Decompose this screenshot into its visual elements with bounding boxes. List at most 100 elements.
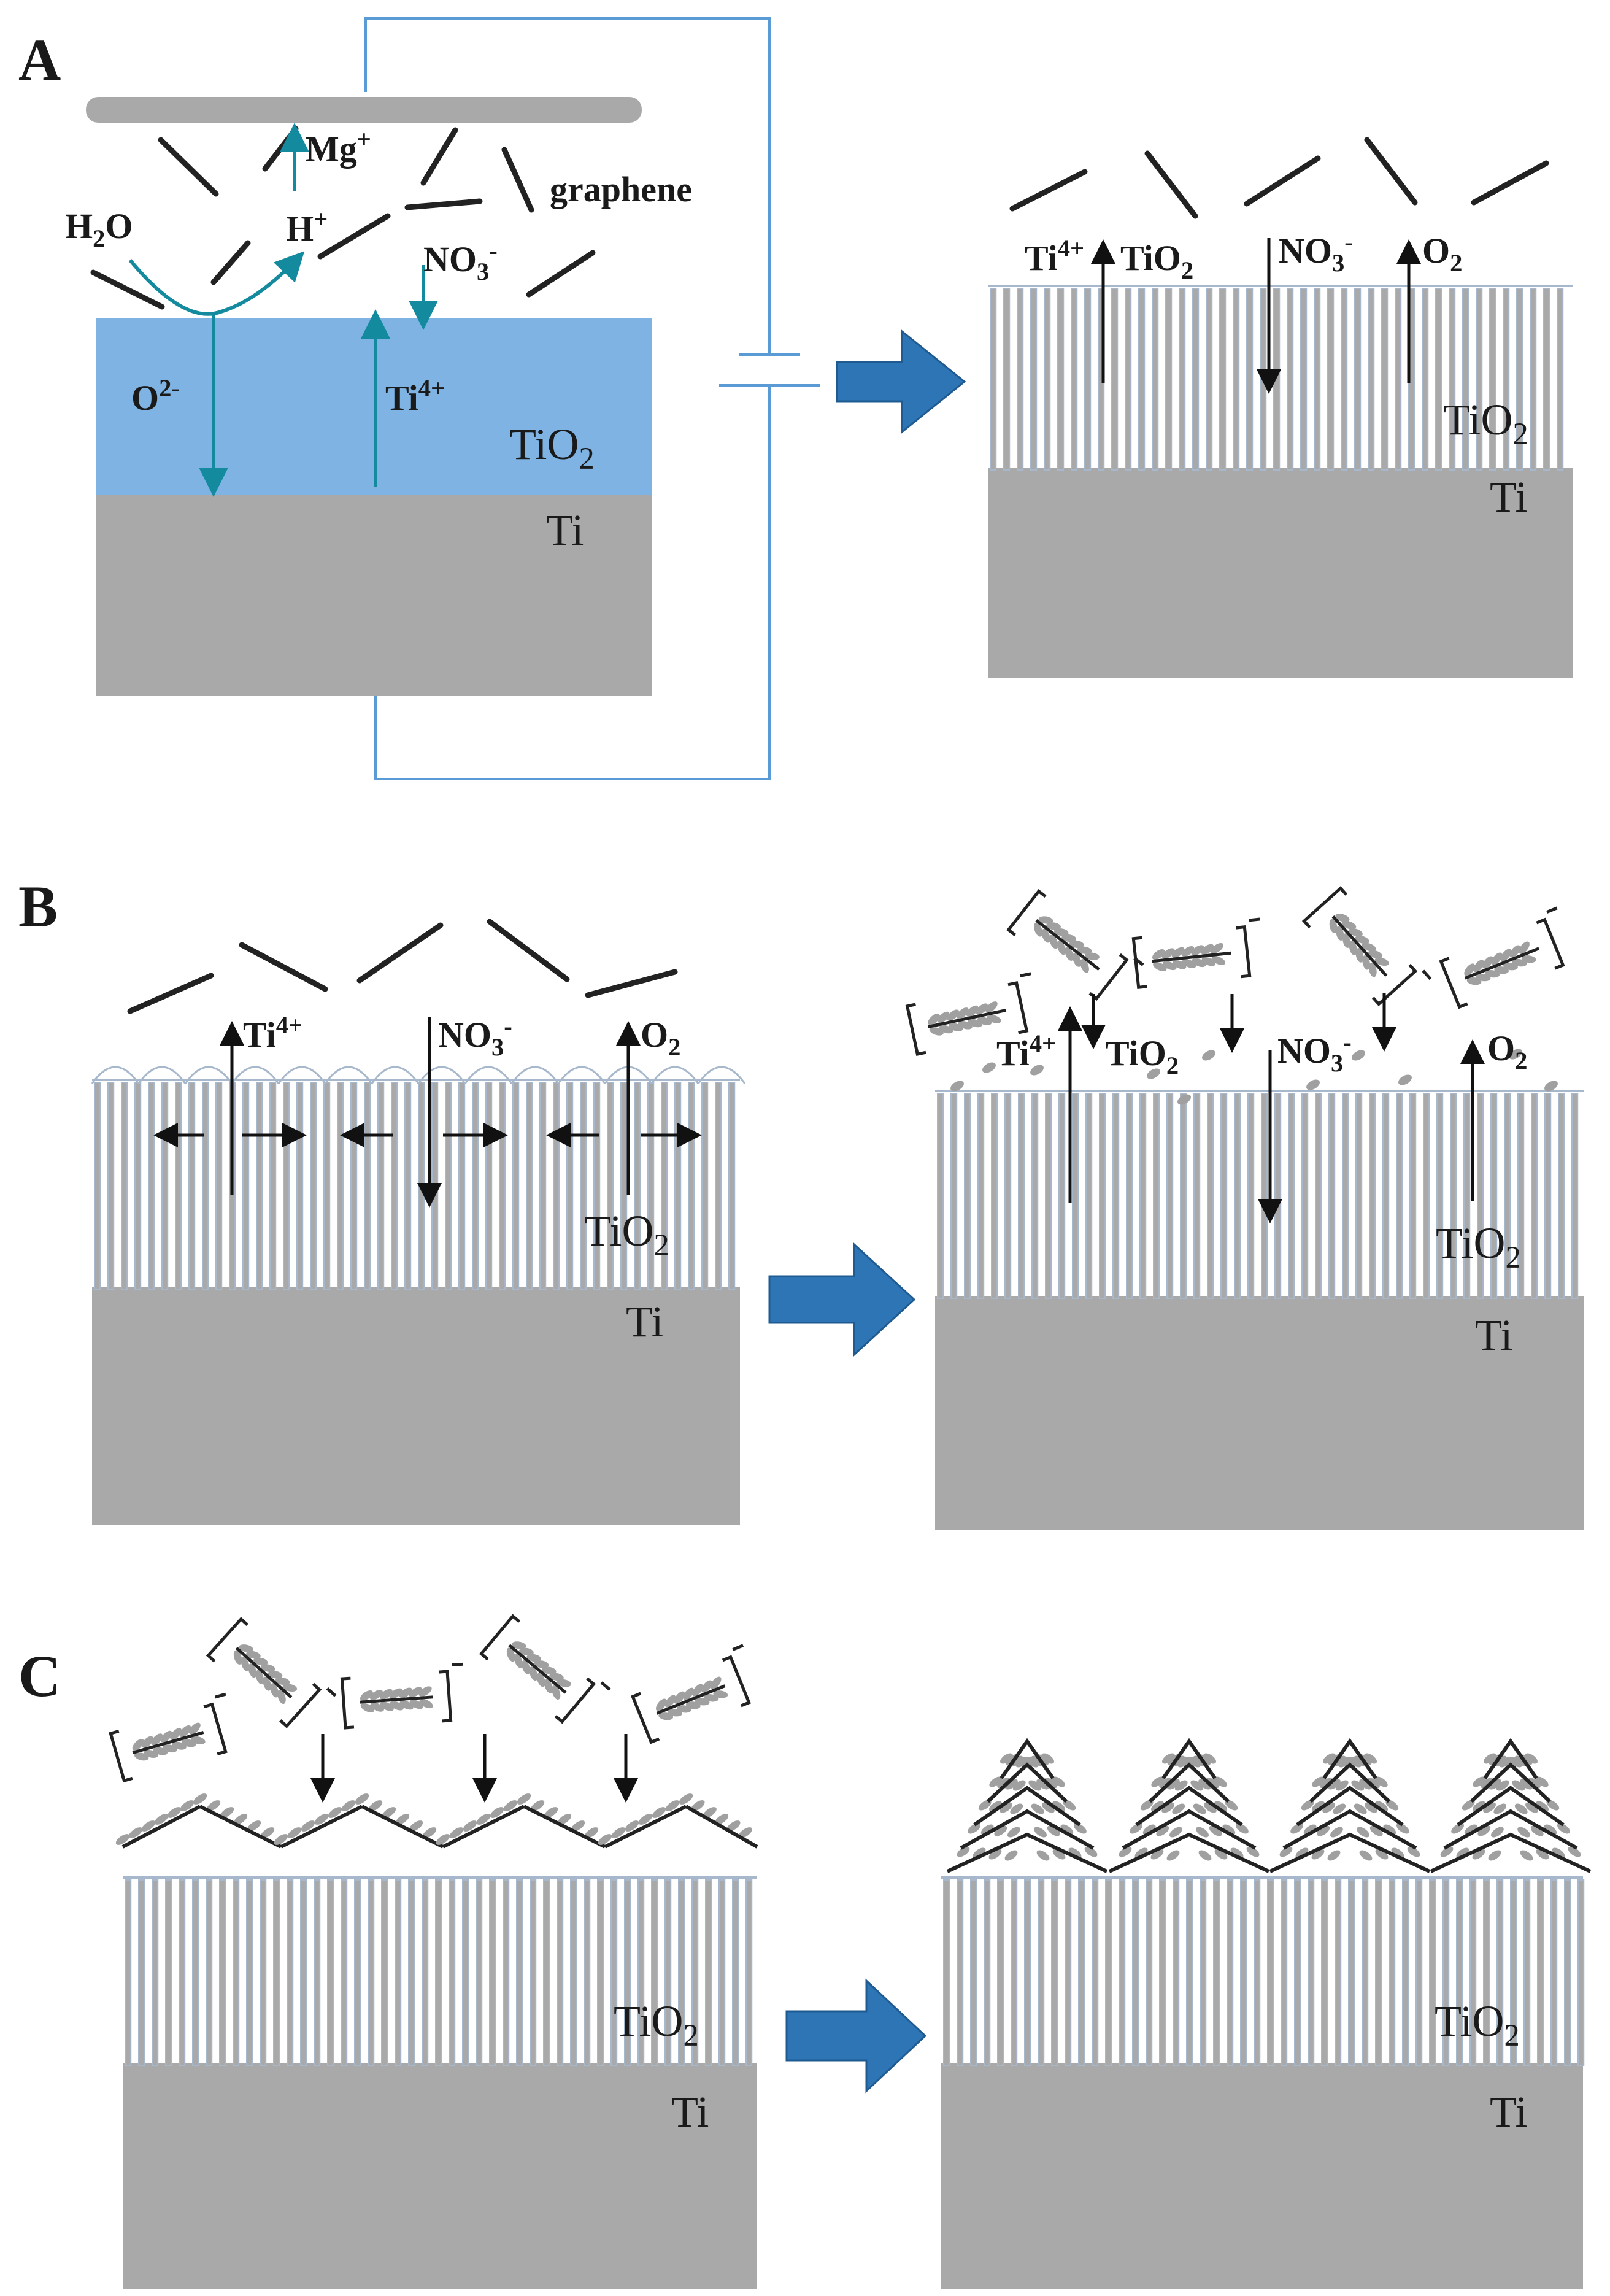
flake-leaf <box>1483 1753 1496 1764</box>
nanotube-wall <box>327 1879 334 2066</box>
flake-leaf <box>1362 955 1371 970</box>
graphene-tree <box>1108 1738 1270 1873</box>
nanotube-wall <box>175 1082 182 1290</box>
flake-leaf <box>1525 1753 1538 1764</box>
flake-leaf <box>957 1007 969 1019</box>
flake-leaf <box>1073 1823 1087 1834</box>
flake-leaf <box>1349 941 1357 955</box>
label-tio2-b-left: TiO2 <box>584 1206 669 1262</box>
flake-leaf <box>966 1005 979 1017</box>
charge-minus <box>1422 969 1432 980</box>
flake-leaf <box>1150 1801 1164 1812</box>
graphene-bundle <box>109 1692 228 1783</box>
bracket <box>905 1003 926 1057</box>
flake-leaf <box>1214 1776 1227 1787</box>
flake-leaf <box>1527 1778 1541 1789</box>
flake-leaf <box>1025 1757 1039 1768</box>
nanotube-wall <box>557 1879 564 2066</box>
flake-leaf <box>1187 1757 1201 1768</box>
nanotube-wall <box>1456 1879 1463 2066</box>
nanotube-wall <box>1362 1879 1369 2066</box>
flake-leaf <box>1552 1847 1565 1859</box>
flake-leaf <box>1374 957 1389 966</box>
flake-leaf <box>1473 960 1484 973</box>
nanotube-wall <box>1577 1879 1585 2066</box>
flake-leaf <box>1169 1827 1182 1838</box>
flake-leaf <box>115 1834 130 1845</box>
nanotube-wall <box>1489 288 1496 471</box>
nanotube-wall <box>354 1879 361 2066</box>
flake-leaf <box>1519 941 1530 954</box>
tree-branch <box>1430 1832 1592 1873</box>
nanotube-wall <box>296 1082 304 1290</box>
nanotube-array-c-right <box>941 1876 1585 2066</box>
label-no3-b-right: NO3- <box>1277 1028 1352 1077</box>
tube-cap <box>324 1066 373 1084</box>
nanotube-wall <box>1442 1879 1450 2066</box>
flake-leaf <box>1190 1780 1204 1791</box>
nanotube-wall <box>997 1879 1004 2066</box>
flake-leaf <box>1077 946 1092 954</box>
flake-leaf <box>436 1834 450 1845</box>
flake-leaf <box>1509 945 1521 958</box>
graphene-bundle <box>1301 886 1432 1006</box>
flake-leaf <box>409 1700 423 1709</box>
flake-leaf <box>1230 1847 1244 1859</box>
reaction-arrows <box>128 123 438 497</box>
flake-leaf <box>584 1827 599 1838</box>
ti-substrate-a-right <box>988 466 1573 678</box>
bracket <box>203 1702 228 1756</box>
deposit-particle <box>1306 1079 1320 1090</box>
flake-leaf <box>355 1793 369 1805</box>
graphene-bundle <box>631 1644 751 1744</box>
panel-a: A <box>18 17 1573 780</box>
nanotube-wall <box>1004 1093 1012 1299</box>
label-tio2-c-left: TiO2 <box>614 1997 699 2052</box>
flake-leaf <box>1488 1779 1501 1790</box>
nanotube-wall <box>1246 288 1254 471</box>
nanotube-wall <box>705 1879 712 2066</box>
graphene-tree <box>1269 1738 1431 1873</box>
flake-leaf <box>1472 1801 1485 1812</box>
nanotube-wall <box>718 1879 726 2066</box>
flake-leaf <box>220 1807 234 1818</box>
nanotube-wall <box>192 1879 199 2066</box>
nanotube-wall <box>233 1879 240 2066</box>
nanotube-wall <box>1138 288 1146 471</box>
flake-leaf <box>985 1001 998 1013</box>
label-no3-b-left: NO3- <box>438 1012 512 1061</box>
tree-branch <box>1161 1738 1217 1779</box>
flake-leaf <box>1481 1778 1494 1789</box>
label-h2o: H2O <box>65 206 133 252</box>
flake-leaf <box>514 1654 523 1668</box>
flake-leaf <box>692 1684 703 1697</box>
flake-leaf <box>1052 1849 1066 1860</box>
flake-leaf <box>248 1663 257 1678</box>
nanotube-wall <box>1409 1093 1417 1299</box>
deposit-particle <box>1202 1050 1215 1061</box>
label-tio2-a-right: TiO2 <box>1443 395 1528 451</box>
flake-leaf <box>1535 1776 1549 1787</box>
nanotube-wall <box>1084 288 1092 471</box>
nanotube-wall <box>1449 288 1456 471</box>
flake-leaf <box>1512 1780 1525 1791</box>
label-h-plus: H+ <box>286 205 328 248</box>
charge-minus <box>214 1692 226 1699</box>
nanotube-wall <box>1152 288 1159 471</box>
tree-branch <box>1135 1786 1243 1827</box>
flake-leaf <box>1407 1846 1420 1857</box>
flake-leaf <box>1057 941 1066 955</box>
flake-leaf <box>1500 949 1512 961</box>
nanotube-wall <box>1544 1093 1552 1299</box>
nanotube-wall <box>246 1879 253 2066</box>
tree-branch <box>1443 1809 1578 1850</box>
nanotube-wall <box>1045 1093 1052 1299</box>
flake-leaf <box>726 1820 741 1832</box>
flake-leaf <box>552 1685 561 1700</box>
flake-leaf <box>1464 963 1475 976</box>
flake-leaf <box>1499 1757 1512 1768</box>
deposit-particle <box>950 1081 964 1092</box>
flake-leaf <box>1374 1776 1388 1787</box>
flake-leaf <box>1330 1827 1343 1838</box>
tree-branch <box>1322 1738 1377 1779</box>
